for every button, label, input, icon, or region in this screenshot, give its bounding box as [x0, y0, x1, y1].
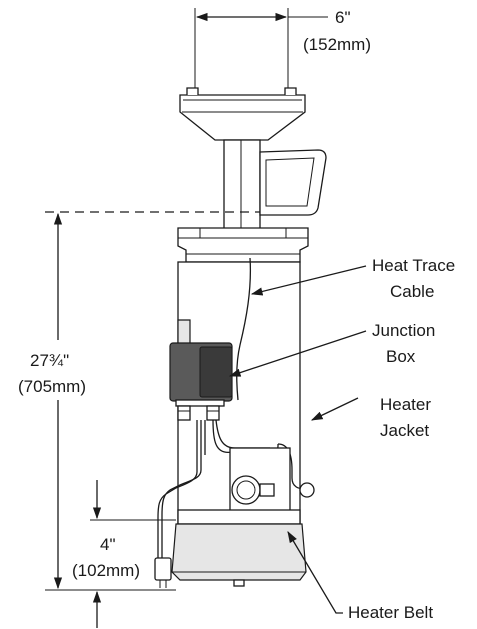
callout-heat-trace-cable: Heat Trace Cable [250, 256, 455, 301]
top-width-metric: (152mm) [303, 35, 371, 54]
callout-heater-jacket: Heater Jacket [310, 395, 431, 440]
junction-box-label-line1: Junction [372, 321, 435, 340]
belt-height-imperial: 4" [100, 535, 116, 554]
callout-junction-box: Junction Box [228, 321, 435, 377]
heater-jacket-label-line2: Jacket [380, 421, 429, 440]
callout-heater-belt: Heater Belt [287, 530, 433, 622]
belt-height-dimension: 4" (102mm) [72, 480, 140, 628]
top-width-dimension: 6" (152mm) [194, 8, 371, 92]
bottom-base [171, 523, 307, 587]
heat-trace-cable-label-line1: Heat Trace [372, 256, 455, 275]
belt-height-metric: (102mm) [72, 561, 140, 580]
height-metric: (705mm) [18, 377, 86, 396]
heater-belt-label: Heater Belt [348, 603, 433, 622]
carry-handle [259, 149, 327, 216]
heat-trace-cable-label-line2: Cable [390, 282, 434, 301]
top-flange [179, 87, 306, 141]
heater-jacket-label-line1: Heater [380, 395, 431, 414]
height-dimension: 27¾" (705mm) [18, 212, 86, 590]
height-imperial: 27¾" [30, 351, 69, 370]
junction-box-label-line2: Box [386, 347, 416, 366]
top-width-imperial: 6" [335, 8, 351, 27]
heater-belt [177, 447, 315, 525]
junction-box [169, 342, 233, 421]
upper-collar [177, 227, 309, 263]
heat-trace-cable [236, 257, 252, 401]
